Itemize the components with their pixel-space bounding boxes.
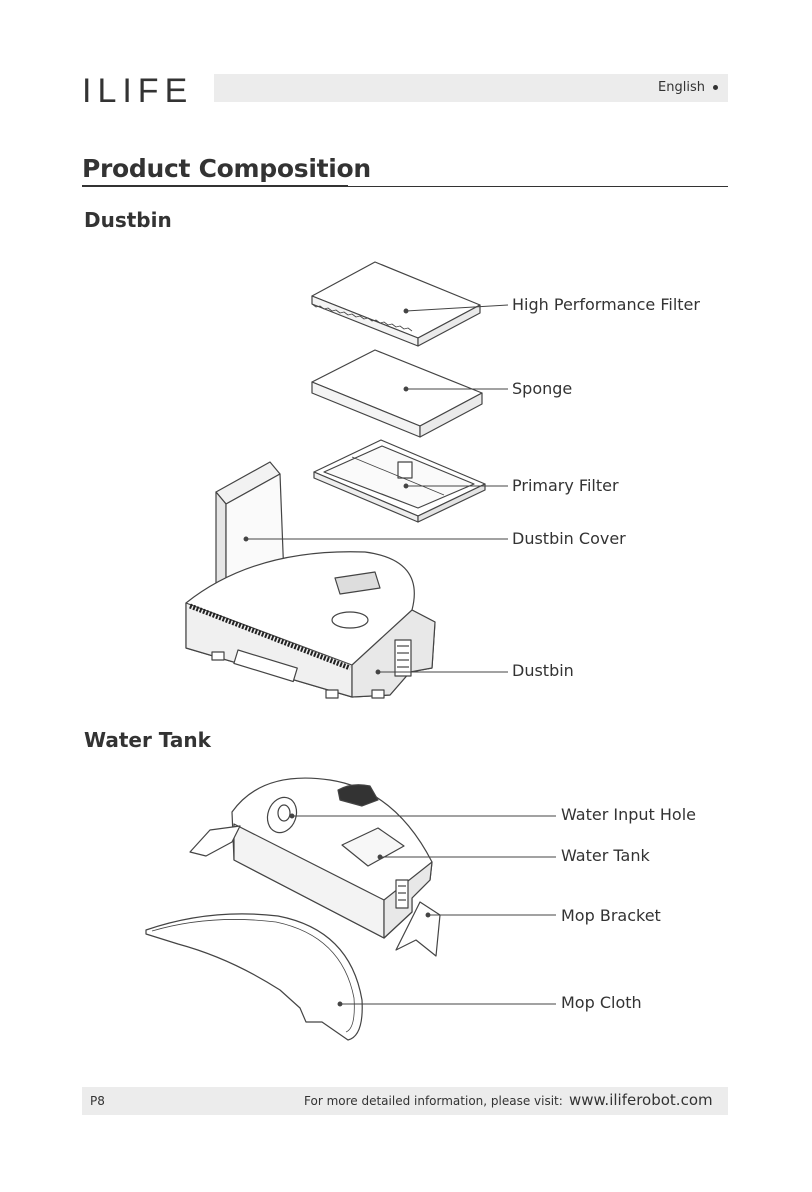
footer-band: P8 For more detailed information, please…	[82, 1087, 728, 1115]
high-performance-filter-drawing	[312, 262, 480, 346]
dustbin-heading: Dustbin	[84, 208, 172, 232]
water-tank-heading: Water Tank	[84, 728, 211, 752]
label-mop-cloth: Mop Cloth	[561, 993, 642, 1012]
label-water-input-hole: Water Input Hole	[561, 805, 696, 824]
label-mop-bracket: Mop Bracket	[561, 906, 661, 925]
website-link[interactable]: www.iliferobot.com	[569, 1091, 713, 1109]
label-dustbin: Dustbin	[512, 661, 574, 680]
label-high-performance-filter: High Performance Filter	[512, 295, 700, 314]
footer-info-text: For more detailed information, please vi…	[304, 1094, 563, 1108]
sponge-drawing	[312, 350, 482, 437]
label-primary-filter: Primary Filter	[512, 476, 619, 495]
label-dustbin-cover: Dustbin Cover	[512, 529, 626, 548]
label-sponge: Sponge	[512, 379, 572, 398]
label-water-tank: Water Tank	[561, 846, 650, 865]
page-number: P8	[90, 1094, 105, 1108]
mop-cloth-drawing	[146, 914, 362, 1040]
primary-filter-drawing	[314, 440, 485, 522]
